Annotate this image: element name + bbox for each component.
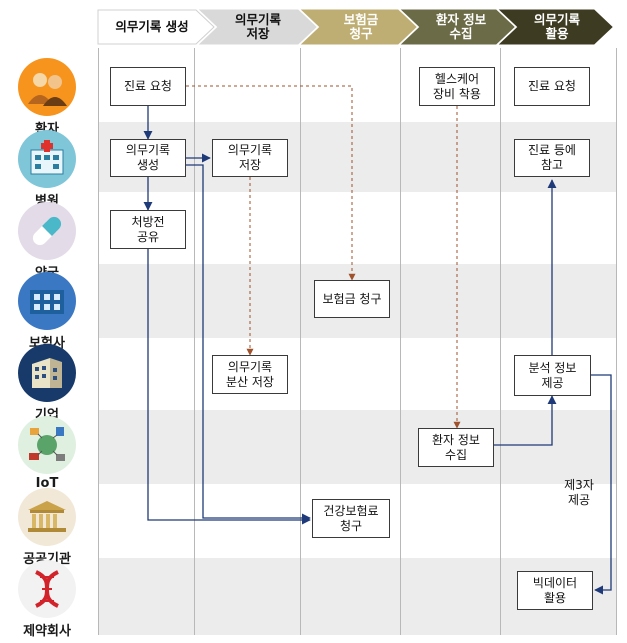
institution-icon <box>18 488 76 546</box>
office-icon <box>18 344 76 402</box>
column-divider <box>300 48 301 635</box>
phase-label-generate: 의무기록 생성 <box>115 19 189 34</box>
phase-chevron-5 <box>498 9 613 45</box>
actor-label: 제약회사 <box>23 624 71 639</box>
actor-patient: 환자 <box>10 58 84 137</box>
note-third-party: 제3자 제공 <box>564 478 594 507</box>
column-divider <box>616 48 617 635</box>
box-generate-record: 의무기록 생성 <box>110 139 186 177</box>
column-divider <box>500 48 501 635</box>
box-health-premium-claim: 건강보험료 청구 <box>312 499 390 538</box>
hospital-icon <box>18 130 76 188</box>
dna-icon <box>18 560 76 618</box>
pill-icon <box>18 202 76 260</box>
phase-chevron-1 <box>97 9 215 45</box>
people-icon <box>18 58 76 116</box>
column-divider <box>98 48 99 635</box>
box-store-record: 의무기록 저장 <box>212 139 288 177</box>
column-divider <box>194 48 195 635</box>
phase-label-claim: 보험금 청구 <box>343 12 379 41</box>
phase-label-use: 의무기록 활용 <box>533 12 580 41</box>
actor-pharmacy: 약국 <box>10 202 84 281</box>
actor-label: IoT <box>35 476 59 491</box>
column-divider <box>400 48 401 635</box>
phase-chevron-3 <box>300 9 417 45</box>
box-patient-request: 진료 요청 <box>110 67 186 106</box>
phase-chevron-4 <box>400 9 515 45</box>
box-wearable-device: 헬스케어 장비 착용 <box>419 67 495 106</box>
box-analysis-info: 분석 정보 제공 <box>514 355 591 396</box>
actor-company: 기업 <box>10 344 84 423</box>
actor-insurer: 보험사 <box>10 272 84 351</box>
actor-public-agency: 공공기관 <box>10 488 84 567</box>
box-distributed-store: 의무기록 분산 저장 <box>212 355 288 394</box>
box-prescription-share: 처방전 공유 <box>110 210 186 249</box>
box-insurance-claim: 보험금 청구 <box>314 280 390 318</box>
phase-label-store: 의무기록 저장 <box>234 12 281 41</box>
actor-hospital: 병원 <box>10 130 84 209</box>
box-care-reference: 진료 등에 참고 <box>514 139 590 177</box>
phase-header-bar <box>97 9 613 45</box>
actor-pharma-company: 제약회사 <box>10 560 84 639</box>
phase-label-collect: 환자 정보 수집 <box>435 12 487 41</box>
box-care-request: 진료 요청 <box>514 67 590 106</box>
row-band-iot <box>98 410 617 484</box>
box-bigdata-use: 빅데이터 활용 <box>517 571 593 610</box>
phase-chevron-2 <box>198 9 317 45</box>
actor-iot: IoT <box>10 416 84 491</box>
iot-icon <box>18 416 76 474</box>
building-icon <box>18 272 76 330</box>
box-collect-patient-info: 환자 정보 수집 <box>418 428 494 467</box>
